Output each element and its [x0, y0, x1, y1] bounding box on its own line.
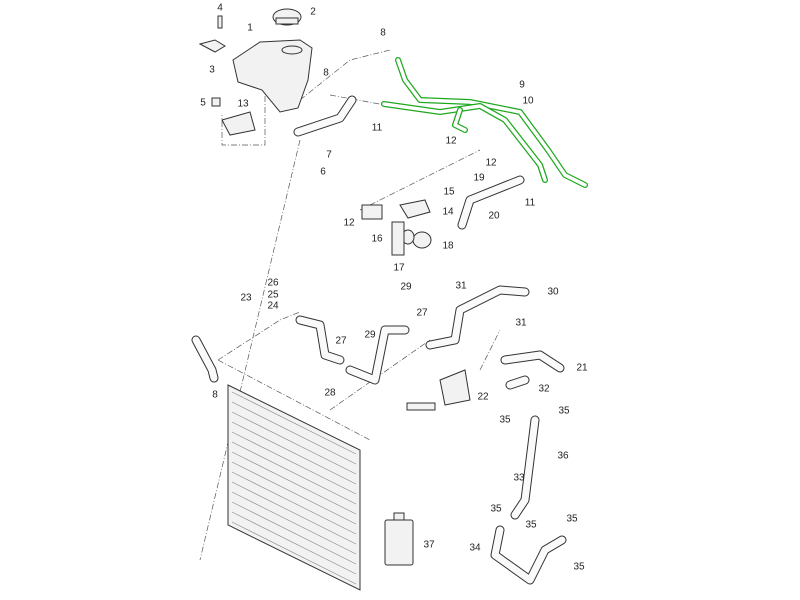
lower-hoses	[191, 285, 567, 585]
thermostat-parts	[361, 175, 525, 256]
callout-29: 29	[400, 282, 412, 293]
callout-27: 27	[335, 336, 347, 347]
callout-2: 2	[310, 7, 316, 18]
callout-6: 6	[320, 167, 326, 178]
callout-33: 33	[513, 473, 525, 484]
callout-1: 1	[247, 23, 253, 34]
callout-25: 25	[267, 290, 279, 301]
callout-28: 28	[324, 388, 336, 399]
callout-8: 8	[323, 68, 329, 79]
callout-23: 23	[240, 293, 252, 304]
callout-21: 21	[576, 363, 588, 374]
expansion-tank	[198, 8, 313, 136]
callout-3: 3	[209, 65, 215, 76]
callout-35: 35	[525, 520, 537, 531]
callout-5: 5	[200, 98, 206, 109]
callout-35: 35	[499, 415, 511, 426]
callout-24: 24	[267, 301, 279, 312]
assembly-lines	[199, 49, 501, 561]
callout-4: 4	[217, 3, 223, 14]
callout-19: 19	[473, 173, 485, 184]
callout-37: 37	[423, 540, 435, 551]
callout-12: 12	[445, 136, 457, 147]
callout-27: 27	[416, 308, 428, 319]
callout-15: 15	[443, 187, 455, 198]
callout-35: 35	[573, 562, 585, 573]
coolant-pipe-highlighted	[381, 57, 588, 188]
callout-13: 13	[237, 99, 249, 110]
callout-32: 32	[538, 384, 550, 395]
coolant-bottle	[384, 512, 414, 566]
callout-31: 31	[515, 318, 527, 329]
callout-7: 7	[326, 150, 332, 161]
callout-9: 9	[519, 80, 525, 91]
callout-29: 29	[364, 330, 376, 341]
callout-30: 30	[547, 287, 559, 298]
callout-31: 31	[455, 281, 467, 292]
callout-11: 11	[525, 198, 536, 209]
callout-10: 10	[522, 96, 534, 107]
radiator	[227, 384, 361, 591]
callout-35: 35	[558, 406, 570, 417]
callout-20: 20	[488, 211, 500, 222]
callout-8: 8	[380, 28, 386, 39]
callout-14: 14	[442, 207, 454, 218]
callout-17: 17	[393, 263, 405, 274]
callout-12: 12	[485, 158, 497, 169]
callout-12: 12	[343, 218, 355, 229]
hose-6	[293, 95, 357, 137]
callout-35: 35	[490, 504, 502, 515]
callout-35: 35	[566, 514, 578, 525]
callout-18: 18	[442, 241, 454, 252]
callout-11: 11	[372, 123, 383, 134]
callout-8: 8	[212, 390, 218, 401]
callout-26: 26	[267, 278, 279, 289]
callout-16: 16	[371, 234, 383, 245]
callout-34: 34	[469, 543, 481, 554]
callout-36: 36	[557, 451, 569, 462]
callout-22: 22	[477, 392, 489, 403]
